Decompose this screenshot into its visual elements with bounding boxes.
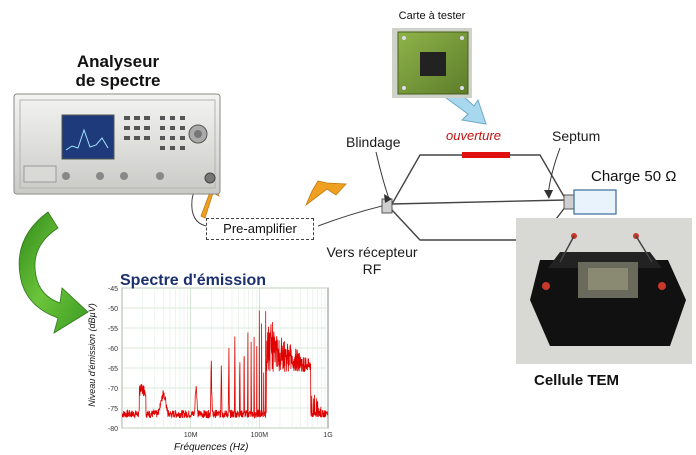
analyzer-title-line2: de spectre: [75, 71, 161, 90]
spectrum-chart-svg: -45 -50 -55 -60 -65 -70 -75 -80 10M 100M 1G: [108, 286, 333, 439]
septum-connector: [563, 194, 575, 210]
septum-label: Septum: [552, 128, 601, 144]
green-curved-arrow: [18, 211, 89, 334]
load-label: Charge 50 Ω: [591, 168, 677, 185]
chart-title: Spectre d'émission: [120, 272, 267, 289]
y-tick-label: -70: [108, 386, 118, 393]
y-tick-label: -80: [108, 426, 118, 433]
y-tick-label: -45: [108, 286, 118, 293]
x-tick-label: 1G: [323, 432, 332, 439]
y-tick-label: -55: [108, 326, 118, 333]
y-tick-label: -75: [108, 406, 118, 413]
board-image: [392, 28, 472, 98]
blindage-pointer: [375, 151, 390, 200]
tem-cell-title: Cellule TEM: [534, 372, 620, 389]
chart-xlabel: Fréquences (Hz): [174, 442, 249, 453]
analyzer-title: Analyseur de spectre: [56, 52, 180, 90]
spectrum-chart: -45 -50 -55 -60 -65 -70 -75 -80 10M 100M 1G Spectr…: [82, 268, 334, 455]
tem-cell-image: [516, 218, 692, 364]
rf-receiver-label: Vers récepteur RF: [312, 244, 432, 278]
rf-cable: [317, 205, 383, 227]
orange-arrow-signal: [305, 180, 347, 207]
opening-slot: [462, 152, 510, 158]
blindage-label: Blindage: [346, 134, 401, 150]
preamp-box: Pre-amplifier: [206, 218, 314, 240]
emission-spectrum-line: [121, 310, 329, 419]
board-title: Carte à tester: [398, 10, 466, 22]
preamp-label: Pre-amplifier: [223, 221, 297, 236]
rf-receiver-line2: RF: [362, 261, 382, 277]
y-tick-label: -65: [108, 366, 118, 373]
spectrum-analyzer-image: [13, 93, 221, 195]
x-tick-label: 100M: [251, 432, 269, 439]
chart-ylabel: Niveau d'émission (dBµV): [87, 303, 97, 407]
y-tick-label: -50: [108, 306, 118, 313]
opening-label: ouverture: [446, 128, 501, 143]
rf-receiver-line1: Vers récepteur: [326, 244, 418, 260]
load-50-ohm: [573, 189, 617, 215]
y-tick-label: -60: [108, 346, 118, 353]
x-tick-label: 10M: [184, 432, 198, 439]
analyzer-title-line1: Analyseur: [76, 52, 160, 71]
